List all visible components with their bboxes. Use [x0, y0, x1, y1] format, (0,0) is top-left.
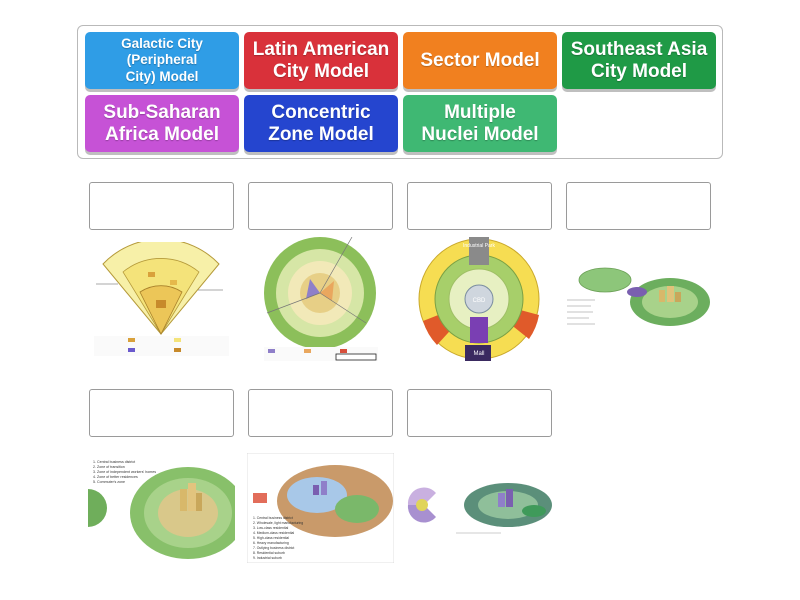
tile-sub-saharan[interactable]: Sub-Saharan Africa Model — [85, 95, 239, 152]
drop-slot-4[interactable] — [566, 182, 711, 230]
svg-text:1. Central business district: 1. Central business district — [93, 460, 135, 464]
image-sector-diagram — [88, 242, 235, 359]
drop-slot-3[interactable] — [407, 182, 552, 230]
drop-slot-2[interactable] — [248, 182, 393, 230]
svg-text:CBD: CBD — [473, 298, 486, 304]
image-multiple-nuclei-diagram: 1. Central business district 2. Wholesal… — [247, 453, 394, 563]
image-galactic-city-diagram — [406, 475, 553, 540]
tile-concentric-zone[interactable]: Concentric Zone Model — [244, 95, 398, 152]
svg-text:5. Commuter's zone: 5. Commuter's zone — [93, 480, 125, 484]
svg-text:3. Low-class residential: 3. Low-class residential — [253, 526, 288, 530]
svg-text:8. Residential suburb: 8. Residential suburb — [253, 551, 285, 555]
svg-text:9. Industrial suburb: 9. Industrial suburb — [253, 556, 282, 560]
image-southeast-asia-diagram — [565, 262, 712, 334]
image-concentric-zone-diagram: 1. Central business district 2. Zone of … — [88, 455, 235, 560]
drop-slot-7[interactable] — [407, 389, 552, 437]
image-sub-saharan-diagram: CBD Mall Industrial Park — [417, 235, 542, 363]
svg-text:6. Heavy manufacturing: 6. Heavy manufacturing — [253, 541, 289, 545]
drop-slot-1[interactable] — [89, 182, 234, 230]
svg-text:3. Zone of independent workers: 3. Zone of independent workers' homes — [93, 470, 156, 474]
svg-text:Mall: Mall — [473, 351, 484, 357]
drop-slot-6[interactable] — [248, 389, 393, 437]
svg-text:5. High-class residential: 5. High-class residential — [253, 536, 289, 540]
svg-text:Industrial Park: Industrial Park — [463, 243, 495, 249]
svg-text:2. Wholesale, light manufactur: 2. Wholesale, light manufacturing — [253, 521, 303, 525]
tile-latin-american[interactable]: Latin American City Model — [244, 32, 398, 89]
answer-bank: Galactic City (Peripheral City) Model La… — [77, 25, 723, 159]
svg-text:4. Medium-class residential: 4. Medium-class residential — [253, 531, 294, 535]
svg-text:2. Zone of transition: 2. Zone of transition — [93, 465, 125, 469]
svg-text:1. Central business district: 1. Central business district — [253, 516, 293, 520]
image-latin-american-diagram — [262, 237, 380, 363]
tile-multiple-nuclei[interactable]: Multiple Nuclei Model — [403, 95, 557, 152]
tile-galactic-city[interactable]: Galactic City (Peripheral City) Model — [85, 32, 239, 89]
svg-text:4. Zone of better residences: 4. Zone of better residences — [93, 475, 138, 479]
svg-text:7. Outlying business district: 7. Outlying business district — [253, 546, 294, 550]
drop-slot-5[interactable] — [89, 389, 234, 437]
tile-southeast-asia[interactable]: Southeast Asia City Model — [562, 32, 716, 89]
tile-sector-model[interactable]: Sector Model — [403, 32, 557, 89]
